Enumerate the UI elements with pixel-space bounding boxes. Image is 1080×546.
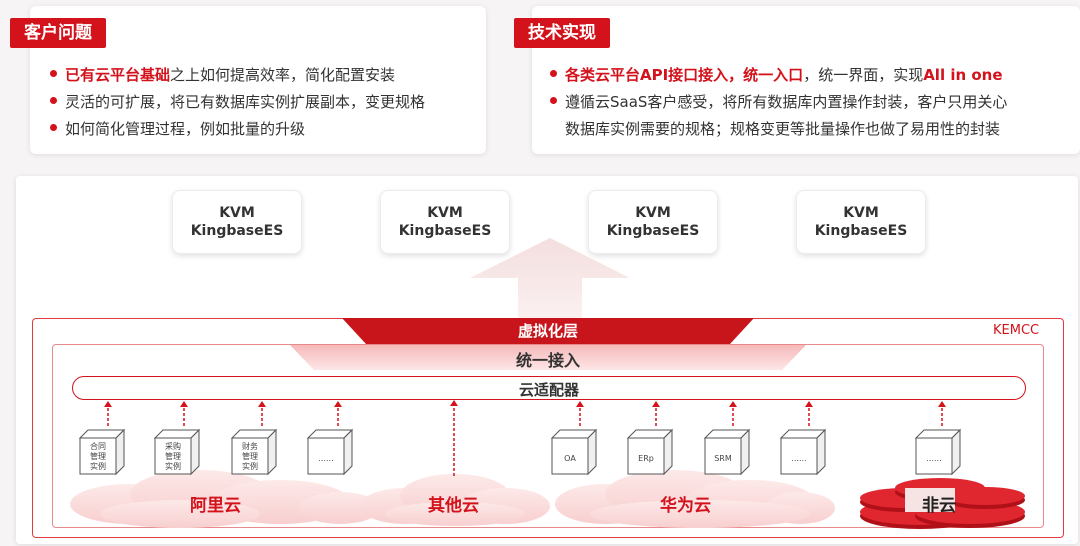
huawei-cloud-icon	[555, 470, 835, 528]
non-cloud-label: 非云	[922, 496, 956, 516]
cube-icon	[627, 429, 673, 475]
cube-label-more-3: ......	[926, 454, 942, 463]
problem-bullet-2: 灵活的可扩展，将已有数据库实例扩展副本，变更规格	[50, 91, 425, 112]
problem-tag: 客户问题	[10, 18, 106, 48]
cloud-adapter-bar	[72, 376, 1026, 400]
tech-bullet-2: 遵循云SaaS客户感受，将所有数据库内置操作封装，客户只用关心	[550, 91, 1007, 112]
tech-tag: 技术实现	[514, 18, 610, 48]
virtualization-layer-shape	[342, 318, 754, 344]
cloud-layer	[70, 470, 1025, 529]
cube-label-purchase: 采购管理实例	[165, 442, 181, 471]
other-cloud-label: 其他云	[428, 496, 479, 516]
cube-icon	[551, 429, 597, 475]
cube-arrows	[79, 400, 961, 476]
aliyun-cloud-icon	[70, 470, 380, 528]
cube-label-oa: OA	[564, 454, 576, 463]
tech-bullet-1: 各类云平台API接口接入，统一入口，统一界面，实现All in one	[550, 64, 1003, 85]
cube-label-srm: SRM	[714, 454, 732, 463]
unified-access-label: 统一接入	[515, 351, 580, 370]
cloud-adapter-label: 云适配器	[518, 381, 579, 399]
cube-icon	[704, 429, 750, 475]
unified-access-shape	[290, 345, 806, 370]
bullet-dot-icon	[550, 70, 557, 77]
database-stack-icon	[860, 478, 1025, 529]
cube-icon	[780, 429, 826, 475]
kemcc-label: KEMCC	[993, 323, 1040, 338]
cube-label-more-2: ......	[791, 454, 807, 463]
other-cloud-icon	[360, 474, 550, 526]
bullet-dot-icon	[50, 124, 57, 131]
bullet-dot-icon	[50, 97, 57, 104]
cube-label-contract: 合同管理实例	[90, 442, 106, 471]
cube-icon	[915, 429, 961, 475]
tech-bullet-2-cont: 数据库实例需要的规格；规格变更等批量操作也做了易用性的封装	[565, 120, 1001, 138]
problem-bullet-3: 如何简化管理过程，例如批量的升级	[50, 118, 305, 139]
up-arrow-icon	[470, 238, 630, 320]
cube-label-finance: 财务管理实例	[242, 442, 258, 471]
tech-panel	[532, 6, 1080, 154]
cube-icon	[307, 429, 353, 475]
bullet-dot-icon	[550, 97, 557, 104]
cube-label-more-1: ......	[318, 454, 334, 463]
huawei-label: 华为云	[660, 496, 711, 516]
inner-box	[52, 344, 1044, 528]
virtualization-layer-label: 虚拟化层	[517, 322, 578, 340]
problem-bullet-1: 已有云平台基础之上如何提高效率，简化配置安装	[50, 64, 395, 85]
bullet-dot-icon	[50, 70, 57, 77]
problem-panel	[30, 6, 486, 154]
cube-label-erp: ERp	[638, 454, 654, 463]
aliyun-label: 阿里云	[190, 496, 241, 516]
